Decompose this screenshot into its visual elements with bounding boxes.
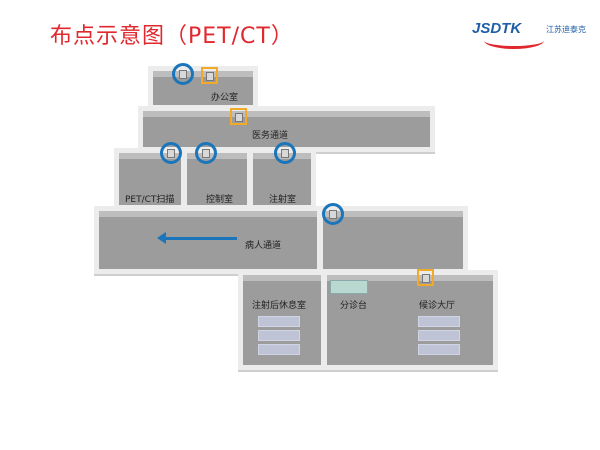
direction-arrow-left	[157, 232, 237, 244]
detector-icon	[205, 71, 214, 81]
monitor-point-ring	[172, 63, 194, 85]
seating-row	[418, 316, 460, 327]
label-petct-scan: PET/CT扫描	[125, 195, 175, 205]
monitor-point-square	[230, 108, 247, 125]
logo-swoosh	[484, 32, 544, 49]
detector-icon	[179, 70, 187, 79]
seating-row	[258, 330, 300, 341]
seating-row	[418, 330, 460, 341]
room-patient-corridor	[94, 206, 322, 274]
monitor-point-square	[201, 67, 218, 84]
monitor-point-ring	[160, 142, 182, 164]
label-injection-room: 注射室	[269, 195, 297, 205]
label-waiting-hall: 候诊大厅	[419, 301, 456, 311]
seating-row	[258, 344, 300, 355]
detector-icon	[281, 149, 289, 158]
room-lobby-upper	[318, 206, 468, 274]
triage-desk	[330, 280, 368, 294]
monitor-point-ring	[195, 142, 217, 164]
company-logo: JSDTK 江苏迪泰克	[470, 10, 590, 50]
detector-icon	[202, 149, 210, 158]
seating-row	[418, 344, 460, 355]
logo-subtitle: 江苏迪泰克	[546, 25, 586, 34]
detector-icon	[329, 210, 337, 219]
label-post-injection-rest: 注射后休息室	[252, 301, 307, 311]
detector-icon	[421, 273, 430, 283]
detector-icon	[167, 149, 175, 158]
monitor-point-ring	[322, 203, 344, 225]
seating-row	[258, 316, 300, 327]
label-office: 办公室	[211, 93, 239, 103]
slide-title: 布点示意图（PET/CT）	[50, 24, 294, 49]
monitor-point-ring	[274, 142, 296, 164]
label-medical-corridor: 医务通道	[252, 131, 289, 141]
monitor-point-square	[417, 269, 434, 286]
label-triage-desk: 分诊台	[340, 301, 368, 311]
label-patient-corridor: 病人通道	[245, 241, 282, 251]
detector-icon	[234, 112, 243, 122]
label-control-room: 控制室	[206, 195, 234, 205]
